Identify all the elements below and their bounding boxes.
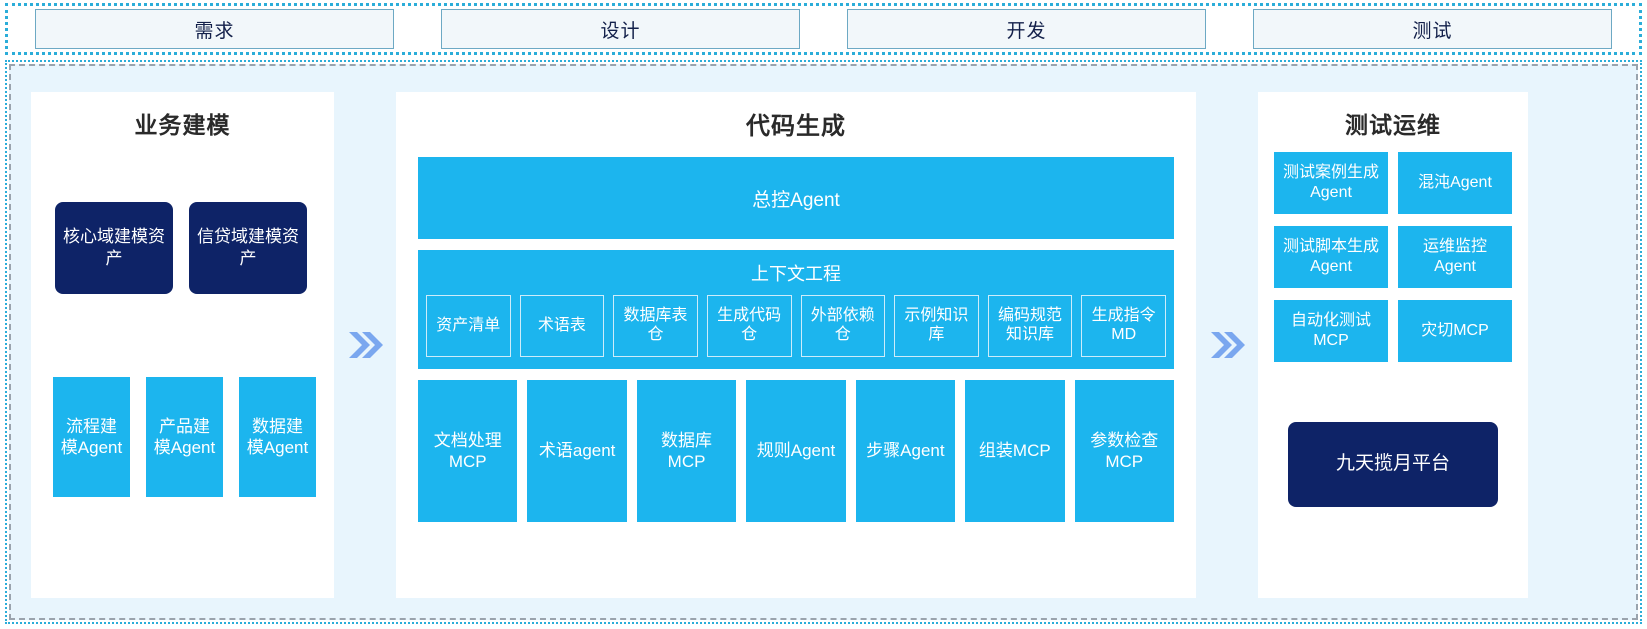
context-item-glossary[interactable]: 术语表 [519,295,605,357]
asset-card-label: 核心域建模资产 [63,226,165,268]
tool-card-label: 术语agent [538,441,616,461]
tool-card-document-processing-mcp[interactable]: 文档处理MCP [418,380,518,522]
test-card-disaster-switch-mcp[interactable]: 灾切MCP [1398,300,1512,362]
asset-card-label: 信贷域建模资产 [197,226,299,268]
context-engineering-block: 上下文工程 资产清单 术语表 数据库表仓 生成代码仓 [418,250,1174,369]
context-item-generation-instruction-md[interactable]: 生成指令MD [1081,295,1166,357]
tool-card-label: 组装MCP [978,441,1051,461]
business-modeling-agents-group: 流程建模Agent 产品建模Agent 数据建模Agent [53,377,316,497]
panel-title-test-operations: 测试运维 [1345,112,1441,138]
main-region: 业务建模 核心域建模资产 信贷域建模资产 流程建模Agent 产品建模Agent… [9,64,1638,620]
platform-card-jiutian-lanyue[interactable]: 九天揽月平台 [1288,422,1498,507]
test-card-label: 自动化测试MCP [1290,312,1371,349]
test-card-label: 测试案例生成Agent [1282,164,1379,201]
master-control-agent-label: 总控Agent [752,189,840,211]
platform-card-container: 九天揽月平台 [1288,422,1498,507]
agent-card-label: 流程建模Agent [60,416,123,457]
test-card-automated-test-mcp[interactable]: 自动化测试MCP [1274,300,1388,362]
context-item-asset-inventory[interactable]: 资产清单 [426,295,511,357]
agent-card-data-modeling[interactable]: 数据建模Agent [239,377,316,497]
test-card-label: 运维监控Agent [1422,238,1487,275]
double-chevron-right-icon-left [334,92,396,598]
tool-card-step-agent[interactable]: 步骤Agent [855,380,956,522]
panel-test-operations: 测试运维 测试案例生成Agent 混沌Agent 测试脚本生成Agent 运维监… [1258,92,1528,598]
tool-card-database-mcp[interactable]: 数据库MCP [636,380,737,522]
agent-card-label: 数据建模Agent [246,416,309,457]
context-item-example-kb[interactable]: 示例知识库 [894,295,979,357]
asset-card-core-domain[interactable]: 核心域建模资产 [55,202,173,294]
double-chevron-right-icon-right [1196,92,1258,598]
panel-business-modeling: 业务建模 核心域建模资产 信贷域建模资产 流程建模Agent 产品建模Agent… [31,92,334,598]
context-engineering-items: 资产清单 术语表 数据库表仓 生成代码仓 外部依赖仓 [426,295,1166,357]
phase-box-testing[interactable]: 测试 [1253,9,1612,49]
context-item-label: 数据库表仓 [623,307,688,343]
test-card-test-script-generation-agent[interactable]: 测试脚本生成Agent [1274,226,1388,288]
phase-box-design[interactable]: 设计 [441,9,800,49]
master-control-agent-banner[interactable]: 总控Agent [418,157,1174,239]
context-item-generated-code-repo[interactable]: 生成代码仓 [706,295,792,357]
phase-box-requirements[interactable]: 需求 [35,9,394,49]
test-card-ops-monitoring-agent[interactable]: 运维监控Agent [1398,226,1512,288]
context-item-label: 生成代码仓 [717,307,782,343]
main-region-outer-border: 业务建模 核心域建模资产 信贷域建模资产 流程建模Agent 产品建模Agent… [5,60,1642,624]
context-item-label: 生成指令MD [1091,307,1156,343]
phase-label: 需求 [194,20,235,42]
test-card-label: 灾切MCP [1421,322,1489,339]
phase-label: 开发 [1006,20,1047,42]
test-card-label: 测试脚本生成Agent [1282,238,1379,275]
tool-card-label: 数据库MCP [661,430,713,471]
phase-strip: 需求 设计 开发 测试 [5,3,1642,55]
phase-label: 测试 [1412,20,1453,42]
test-card-chaos-agent[interactable]: 混沌Agent [1398,152,1512,214]
panel-code-generation: 代码生成 总控Agent 上下文工程 资产清单 术语表 [396,92,1196,598]
platform-card-label: 九天揽月平台 [1335,453,1450,475]
test-card-test-case-generation-agent[interactable]: 测试案例生成Agent [1274,152,1388,214]
code-generation-body: 总控Agent 上下文工程 资产清单 术语表 数据库表仓 [418,157,1174,522]
context-item-label: 示例知识库 [904,307,969,343]
context-item-external-deps-repo[interactable]: 外部依赖仓 [800,295,886,357]
phase-box-development[interactable]: 开发 [847,9,1206,49]
phase-label: 设计 [600,20,641,42]
tool-card-label: 文档处理MCP [433,430,502,471]
context-item-db-table-repo[interactable]: 数据库表仓 [613,295,698,357]
code-generation-tools-row: 文档处理MCP 术语agent 数据库MCP 规则Agent 步骤Agent [418,380,1174,522]
tool-card-assembly-mcp[interactable]: 组装MCP [965,380,1065,522]
agent-card-process-modeling[interactable]: 流程建模Agent [53,377,130,497]
context-item-label: 术语表 [537,316,586,334]
agent-card-product-modeling[interactable]: 产品建模Agent [146,377,223,497]
tool-card-label: 规则Agent [756,441,836,461]
tool-card-rule-agent[interactable]: 规则Agent [746,380,846,522]
tool-card-terminology-agent[interactable]: 术语agent [527,380,627,522]
test-card-label: 混沌Agent [1418,174,1492,191]
panel-title-business-modeling: 业务建模 [134,112,231,138]
tool-card-parameter-check-mcp[interactable]: 参数检查MCP [1074,380,1174,522]
tool-card-label: 步骤Agent [866,441,945,461]
panel-title-code-generation: 代码生成 [746,113,846,140]
asset-card-credit-domain[interactable]: 信贷域建模资产 [189,202,307,294]
tool-card-label: 参数检查MCP [1090,430,1159,471]
context-engineering-title: 上下文工程 [751,264,841,284]
agent-card-label: 产品建模Agent [153,416,216,457]
business-modeling-assets-group: 核心域建模资产 信贷域建模资产 [55,202,307,294]
context-item-label: 资产清单 [436,316,501,334]
test-operations-grid: 测试案例生成Agent 混沌Agent 测试脚本生成Agent 运维监控Agen… [1274,152,1512,362]
context-item-coding-standard-kb[interactable]: 编码规范知识库 [987,295,1073,357]
context-item-label: 编码规范知识库 [998,307,1063,343]
context-item-label: 外部依赖仓 [810,307,875,343]
